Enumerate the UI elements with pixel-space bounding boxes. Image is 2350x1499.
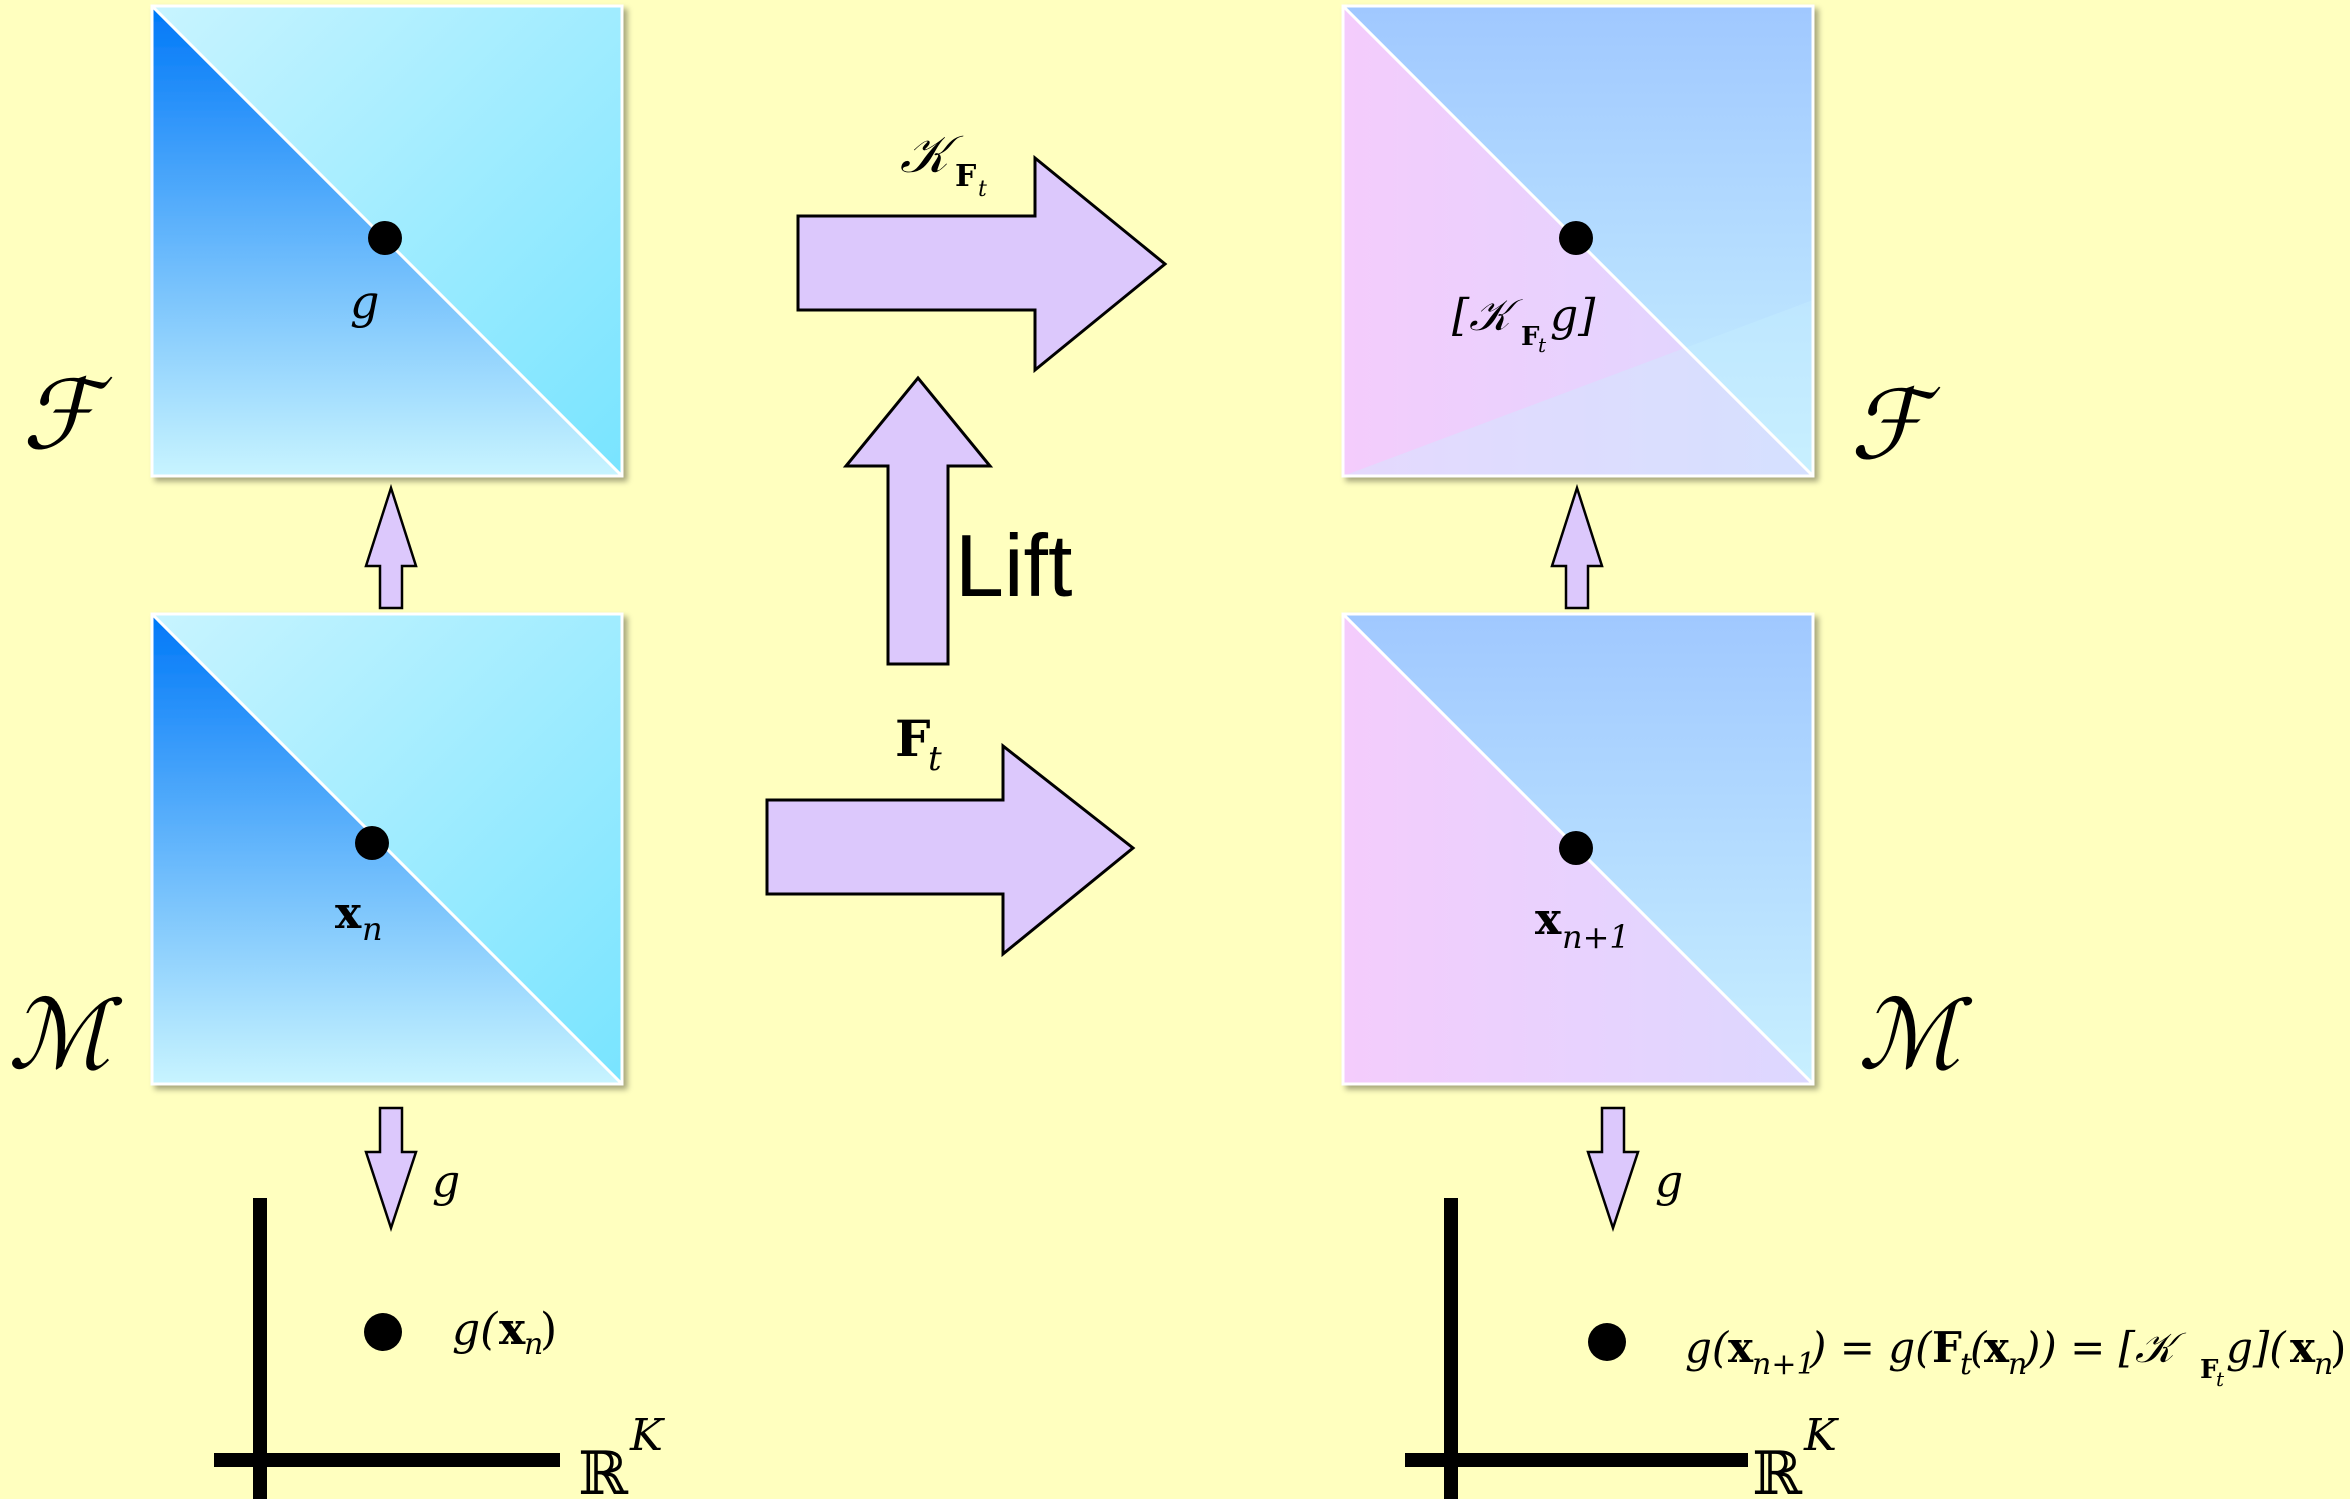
state-label-xn: x bbox=[335, 888, 362, 939]
lift-arrow-small-left bbox=[364, 483, 418, 610]
eq-p3: ( bbox=[1970, 1323, 1988, 1372]
lift-label: Lift bbox=[955, 516, 1072, 615]
flow-map-label: F bbox=[895, 709, 931, 768]
eq-x3: x bbox=[2290, 1323, 2316, 1372]
koopman-g-sub-F: F bbox=[1521, 322, 1540, 352]
flow-map-arrow bbox=[765, 742, 1136, 958]
output-axes-right bbox=[1405, 1198, 1748, 1499]
output-left-n: n bbox=[524, 1327, 543, 1362]
space-label-M-right: ℳ bbox=[1858, 979, 1973, 1091]
eq-F2: F bbox=[2200, 1355, 2219, 1385]
koopman-observable-point bbox=[1559, 221, 1593, 255]
eq-x2: x bbox=[1984, 1323, 2010, 1372]
lift-arrow-small-right bbox=[1550, 483, 1604, 610]
eq-p2: ) = g( bbox=[1809, 1323, 1933, 1372]
output-point-right bbox=[1588, 1323, 1626, 1361]
axis-right-R: ℝ bbox=[1752, 1439, 1803, 1499]
lift-arrow bbox=[842, 375, 994, 666]
observable-arrow-right bbox=[1586, 1106, 1640, 1233]
koopman-operator-arrow bbox=[796, 154, 1168, 374]
eq-n1: n+1 bbox=[1752, 1347, 1816, 1382]
axis-right-K: K bbox=[1803, 1410, 1839, 1461]
output-left-x: x bbox=[499, 1304, 526, 1355]
koopman-g-close: g] bbox=[1550, 290, 1596, 341]
eq-n2: n bbox=[2008, 1347, 2027, 1382]
output-axes-left bbox=[214, 1198, 560, 1499]
koopman-arrow-sub-F: F bbox=[955, 159, 976, 194]
output-point-left bbox=[364, 1313, 402, 1351]
state-label-xn1: x bbox=[1535, 894, 1562, 945]
observable-arrow-left bbox=[364, 1106, 418, 1233]
eq-F: F bbox=[1932, 1323, 1962, 1372]
state-label-xn-sub: n bbox=[362, 910, 383, 948]
flow-map-sub: t bbox=[928, 739, 942, 779]
koopman-g-sub-t: t bbox=[1538, 333, 1547, 357]
observable-label-g: g bbox=[350, 275, 379, 329]
output-left-close: ) bbox=[540, 1304, 557, 1355]
state-label-xn1-sub: n+1 bbox=[1562, 918, 1630, 956]
eq-n3: n bbox=[2314, 1347, 2333, 1382]
observable-point-g bbox=[368, 221, 402, 255]
state-point-xn bbox=[355, 826, 389, 860]
eq-t2: t bbox=[2216, 1367, 2225, 1391]
observable-arrow-right-label: g bbox=[1655, 1156, 1683, 1207]
eq-p1: g( bbox=[1685, 1323, 1730, 1372]
eq-x1: x bbox=[1728, 1323, 1754, 1372]
axis-left-R: ℝ bbox=[578, 1439, 629, 1499]
eq-t: t bbox=[1960, 1347, 1973, 1382]
eq-p6: ) bbox=[2330, 1323, 2346, 1372]
eq-p4: )) = [𝒦 bbox=[2023, 1323, 2187, 1372]
axis-left-K: K bbox=[629, 1410, 665, 1461]
state-point-xn1 bbox=[1559, 831, 1593, 865]
output-right-equation: g( x n+1 ) = g( F t ( x n )) = [𝒦 F t g]… bbox=[1685, 1323, 2346, 1391]
eq-p5: g]( bbox=[2226, 1323, 2287, 1372]
output-left-g: g( bbox=[452, 1304, 498, 1355]
observable-arrow-left-label: g bbox=[432, 1156, 460, 1207]
space-label-M-left: ℳ bbox=[8, 979, 123, 1091]
koopman-arrow-sub-t: t bbox=[978, 177, 987, 202]
